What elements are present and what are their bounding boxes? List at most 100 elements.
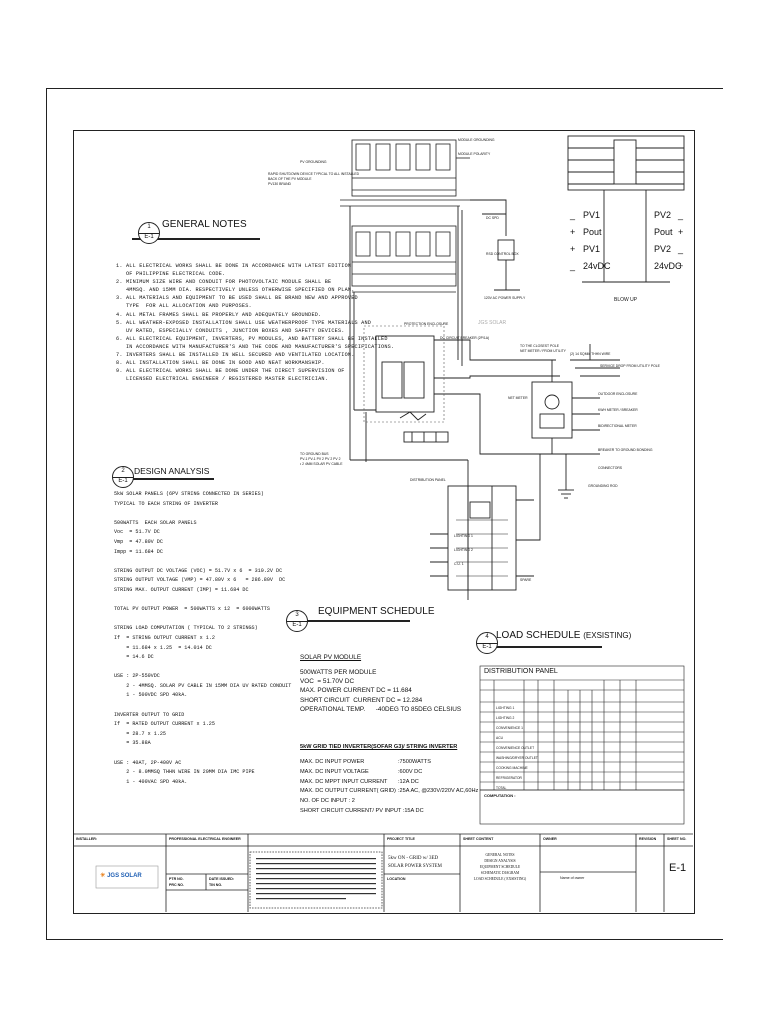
- project-title-2: SOLAR POWER SYSTEM: [388, 864, 442, 869]
- pv-terminal-sign: +: [570, 244, 576, 254]
- company-name: JGS SOLAR: [107, 873, 142, 879]
- general-note-line: 5. ALL WEATHER-EXPOSED INSTALLATION SHAL…: [116, 319, 372, 326]
- callout-grounding-rod: GROUNDING ROD: [588, 484, 618, 488]
- design-analysis-line: [114, 509, 291, 519]
- inverter-spec-row: MAX. DC INPUT POWER:7500WATTS: [300, 758, 431, 768]
- module-spec-line: VOC = 51.70V DC: [300, 678, 355, 686]
- sun-icon: ☀: [100, 873, 106, 879]
- computation-label: COMPUTATION :: [484, 793, 516, 798]
- pv-terminal-sign: _: [678, 210, 684, 220]
- callout-module-ground: MODULE GROUNDING: [458, 138, 495, 142]
- general-note-line: OF PHILIPPINE ELECTRICAL CODE.: [116, 271, 226, 278]
- installer-label: INSTALLER:: [76, 837, 98, 841]
- design-analysis-line: STRING OUTPUT VOLTAGE (VMP) = 47.80V x 6…: [114, 577, 286, 584]
- module-spec-line: MAX. POWER CURRENT DC = 11.684: [300, 687, 412, 695]
- badge-sheet-ref: E-1: [113, 477, 133, 484]
- badge-number: 2: [121, 468, 125, 474]
- inverter-spec-label: MAX. DC INPUT VOLTAGE: [300, 768, 369, 775]
- design-analysis-line: Voc = 51.7V DC: [114, 529, 160, 536]
- callout-pv-array: PV130 BRAND: [268, 182, 291, 186]
- design-analysis-line: [114, 596, 291, 606]
- load-schedule-title: LOAD SCHEDULE (EXSISTING): [496, 630, 631, 641]
- load-schedule-row: ACU: [496, 736, 503, 740]
- design-analysis-line: = 28.7 x 1.25: [114, 730, 166, 737]
- pv-array-top: [340, 139, 470, 207]
- callout-spd: DC SPD: [486, 216, 499, 220]
- distribution-panel-label: DISTRIBUTION PANEL: [484, 668, 558, 675]
- callout-wire-size: (2) 14 SQMM THHN WIRE: [570, 352, 611, 356]
- inverter-header: 5kW GRID TIED INVERTER(SOFAR G3)/ STRING…: [300, 744, 458, 750]
- inverter-spec-label: MAX. DC OUTPUT CURRENT( GRID): [300, 788, 396, 795]
- location-label: LOCATION: [387, 877, 406, 881]
- stamp-text-lines: [256, 858, 376, 900]
- general-note-line: TYPE FOR ALL ALLOCATION AND PURPOSES.: [116, 303, 252, 310]
- inverter-spec-label: MAX. DC INPUT POWER: [300, 759, 365, 765]
- inverter-spec-label: SHORT CIRCUIT CURRENT/ PV INPUT :15A DC: [300, 807, 424, 814]
- design-analysis-line: 1 - 500VDC SPD 40kA.: [114, 692, 188, 699]
- callout-connector: CONNECTORS: [598, 466, 623, 470]
- title-block: [73, 833, 693, 912]
- general-notes-badge: 1 E-1: [138, 222, 160, 244]
- callout-cu-1: C.U. 1: [454, 562, 464, 566]
- design-analysis-line: INVERTER OUTPUT TO GRID: [114, 711, 185, 718]
- issued-label: DATE ISSUED:: [209, 877, 235, 881]
- general-note-line: LICENSED ELECTRICAL ENGINEER / REGISTERE…: [116, 376, 329, 383]
- load-schedule-row: COOKING MACHINE: [496, 766, 528, 770]
- callout-pv-grounding: PV GROUNDING: [300, 160, 327, 164]
- badge-sheet-ref: E-1: [139, 233, 159, 240]
- callout-lighting: LIGHTING 1: [454, 534, 473, 538]
- inverter-spec-row: MAX. DC OUTPUT CURRENT( GRID):25A AC, @2…: [300, 787, 478, 797]
- general-note-line: 2. MINIMUM SIZE WIRE AND CONDUIT FOR PHO…: [116, 279, 332, 286]
- load-schedule-row: LIGHTING 1: [496, 706, 515, 710]
- callout-junction-box: 120V AC POWER SUPPLY: [484, 296, 526, 300]
- design-analysis-line: STRING MAX. OUTPUT CURRENT (IMP) = 11.68…: [114, 586, 249, 593]
- design-analysis-line: Vmp = 47.80V DC: [114, 538, 163, 545]
- load-schedule-row: WASHING/DRYER OUTLET: [496, 756, 538, 760]
- pv-terminal-label: PV2: [654, 210, 672, 220]
- callout-ground-bus: TO GROUND BUS: [300, 452, 329, 456]
- inverter-spec-value: :25A AC, @230V/220V AC,60Hz: [398, 788, 479, 795]
- general-note-line: IN ACCORDANCE WITH MANUFACTURER'S AND TH…: [116, 343, 395, 350]
- drawing-sheet: [46, 88, 723, 940]
- pv-terminal-label: Pout: [654, 227, 673, 237]
- callout-module-polarity: MODULE POLARITY: [458, 152, 491, 156]
- design-analysis-badge: 2 E-1: [112, 466, 134, 488]
- equipment-schedule-title: EQUIPMENT SCHEDULE: [318, 606, 435, 617]
- prc-label: PRC NO.: [169, 883, 184, 887]
- sheet-number: E-1: [669, 862, 687, 874]
- project-title-1: 5kw ON - GRID w/ 3ED: [388, 856, 439, 861]
- design-analysis-line: TYPICAL TO EACH STRING OF INVERTER: [114, 500, 218, 507]
- ptr-label: PTR NO.: [169, 877, 184, 881]
- project-title-label: PROJECT TITLE: [387, 837, 415, 841]
- general-notes-list: 1. ALL ELECTRICAL WORKS SHALL BE DONE IN…: [116, 262, 394, 383]
- callout-protection: PROTECTION ENCLOSURE: [404, 322, 449, 326]
- inverter-spec-row: SHORT CIRCUIT CURRENT/ PV INPUT :15A DC: [300, 807, 424, 817]
- design-analysis-line: USE : 2P-550VDC: [114, 673, 160, 680]
- callout-utility: TO THE CLOSEST POLE: [520, 344, 560, 348]
- design-analysis-line: TOTAL PV OUTPUT POWER = 500WATTS x 12 = …: [114, 606, 270, 613]
- engineer-label: PROFESSIONAL ELECTRICAL ENGINEER: [169, 837, 241, 841]
- sheet-content-item: LOAD SCHEDULE ( EXSISTING): [473, 877, 527, 881]
- module-spec-line: 500WATTS PER MODULE: [300, 669, 377, 676]
- badge-sheet-ref: E-1: [287, 621, 307, 628]
- pv-terminal-sign: +: [678, 227, 684, 237]
- design-analysis-line: [114, 701, 291, 711]
- callout-lighting-2: LIGHTING 2: [454, 548, 473, 552]
- load-schedule-title-text: LOAD SCHEDULE: [496, 630, 581, 641]
- pv-terminal-label: PV1: [583, 244, 601, 254]
- general-note-line: 4. ALL METAL FRAMES SHALL BE PROPERLY AN…: [116, 311, 322, 318]
- module-spec-line: OPERATIONAL TEMP. -40DEG TO 85DEG CELSIU…: [300, 705, 462, 713]
- inverter-spec-row: MAX. DC INPUT VOLTAGE :600V DC: [300, 768, 424, 778]
- callout-outdoor-enclosure: OUTDOOR ENCLOSURE: [598, 392, 638, 396]
- badge-number: 1: [147, 224, 151, 230]
- general-note-line: 9. ALL ELECTRICAL WORKS SHALL BE DONE UN…: [116, 368, 345, 375]
- design-analysis-line: 500WATTS EACH SOLAR PANELS: [114, 519, 197, 526]
- sheet-no-label: SHEET NO.: [667, 837, 687, 841]
- design-analysis-line: If = RATED OUTPUT CURRENT x 1.25: [114, 721, 215, 728]
- inverter-spec-value: :600V DC: [398, 768, 423, 775]
- pv-terminal-label: 24vDC: [583, 261, 611, 271]
- load-schedule-row: LIGHTING 2: [496, 716, 515, 720]
